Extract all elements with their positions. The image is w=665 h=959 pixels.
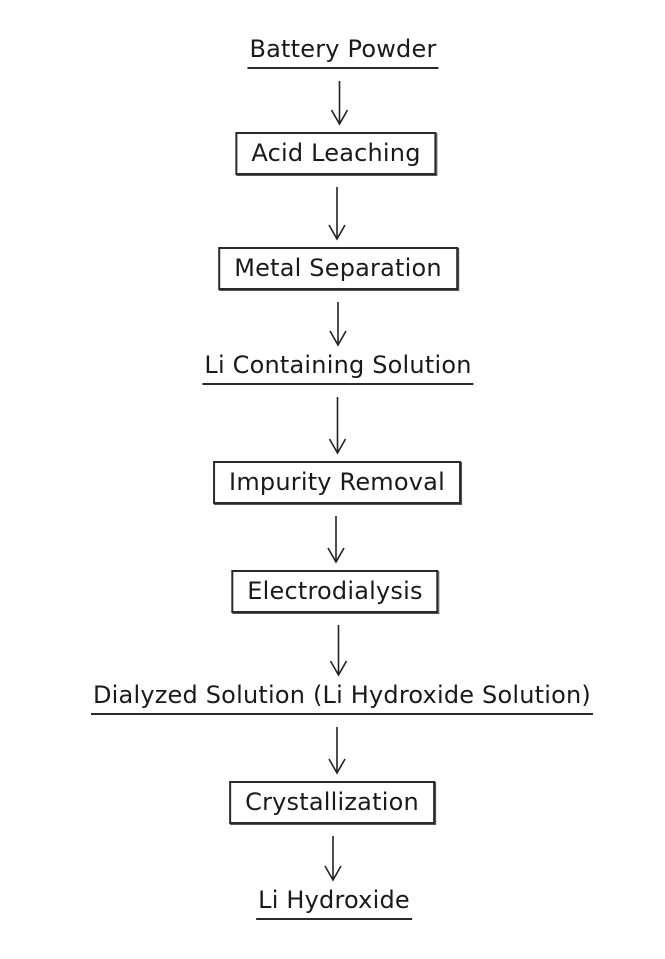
arrow-crystallization-to-li-hydroxide xyxy=(325,836,341,880)
arrow-li-containing-solution-to-impurity-removal xyxy=(330,397,346,453)
arrow-electrodialysis-to-dialyzed-solution xyxy=(331,625,347,675)
arrow-metal-separation-to-li-containing-solution xyxy=(330,302,346,345)
arrow-battery-powder-to-acid-leaching xyxy=(332,81,348,124)
arrow-acid-leaching-to-metal-separation xyxy=(329,187,345,239)
arrow-impurity-removal-to-electrodialysis xyxy=(328,516,344,562)
arrow-dialyzed-solution-to-crystallization xyxy=(329,727,345,773)
